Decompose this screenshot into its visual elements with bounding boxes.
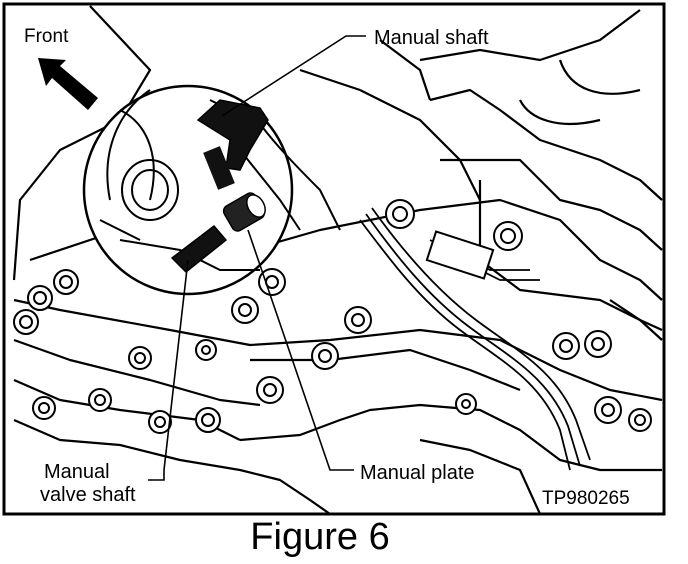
bolts <box>13 199 652 434</box>
manual-valve-shaft-label-line2: valve shaft <box>40 484 136 506</box>
figure-caption: Figure 6 <box>250 516 390 558</box>
figure-code: TP980265 <box>542 488 630 509</box>
wire-harness <box>359 207 591 471</box>
front-label: Front <box>24 26 69 47</box>
leader-lines <box>148 35 366 481</box>
manual-shaft-part <box>196 99 269 171</box>
manual-valve-shaft-part <box>170 224 228 274</box>
manual-shaft-label: Manual shaft <box>374 27 489 49</box>
manual-valve-shaft-label-line1: Manual <box>44 461 110 483</box>
magnified-detail <box>82 84 341 296</box>
front-arrow-icon <box>38 58 98 110</box>
manual-plate-label: Manual plate <box>360 462 475 484</box>
manual-plate-part <box>222 192 266 232</box>
